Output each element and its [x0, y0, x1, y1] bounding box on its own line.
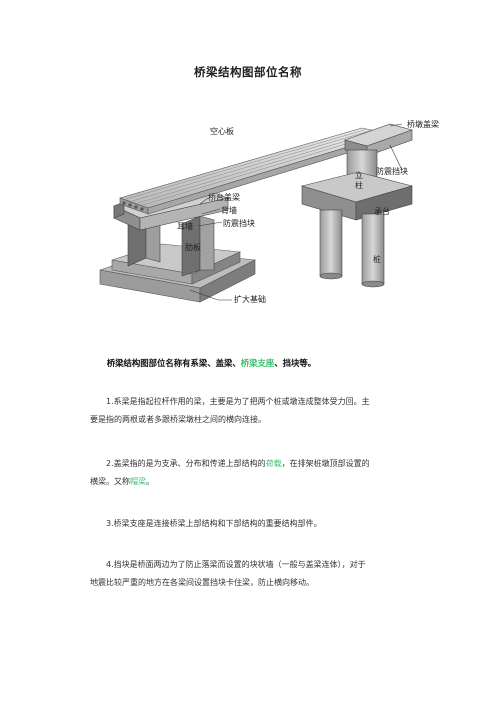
- text-span: 。: [146, 477, 154, 486]
- label-pier-cap: 桥墩盖梁: [407, 119, 439, 129]
- paragraph-line: 4.挡块是桥面两边为了防止落梁而设置的块状墙（一般与盖梁连体），对于: [106, 560, 366, 569]
- page-title: 桥梁结构图部位名称: [194, 65, 302, 79]
- expanded-foundation-shape: [99, 243, 257, 303]
- lead-text-end: 、挡块等。: [274, 358, 317, 368]
- lead-paragraph: 桥梁结构图部位名称有系梁、盖梁、桥梁支座、挡块等。: [90, 354, 430, 372]
- label-abutment-cap: 桥台盖梁: [208, 192, 240, 202]
- label-rib-plate: 肋板: [185, 242, 201, 252]
- text-span: 横梁。又称: [90, 477, 130, 486]
- bearing-platform-shape: [300, 171, 414, 221]
- bridge-structure-figure: 空心板 桥墩盖梁 防震挡块 立 柱 承台 桩 桥台盖梁 背墙 防震挡块 耳墙 肋…: [90, 110, 470, 315]
- label-bearing-platform: 承台: [374, 206, 390, 216]
- pile-shape: [319, 209, 385, 288]
- link-load[interactable]: 荷载: [265, 459, 282, 468]
- paragraph-line: 2.盖梁指的是为支承、分布和传递上部结构的荷载，在排架桩墩顶部设置的: [90, 455, 430, 473]
- label-column-1: 立: [355, 170, 363, 180]
- paragraph-line: 横梁。又称帽梁。: [90, 473, 430, 491]
- label-column-2: 柱: [355, 180, 363, 190]
- link-hat-beam[interactable]: 帽梁: [130, 477, 146, 486]
- link-bridge-bearing[interactable]: 桥梁支座: [240, 358, 275, 368]
- paragraph-stop-block: 4.挡块是桥面两边为了防止落梁而设置的块状墙（一般与盖梁连体），对于 地震比较严…: [90, 556, 430, 592]
- paragraph-line: 3.桥梁支座是连接桥梁上部结构和下部结构的重要结构部件。: [106, 519, 322, 528]
- label-pile: 桩: [373, 254, 381, 264]
- paragraph-line: 地震比较严重的地方在各梁间设置挡块卡住梁，防止横向移动。: [90, 578, 314, 587]
- text-span: 2.盖梁指的是为支承、分布和传递上部结构的: [106, 459, 266, 468]
- label-ear-wall: 耳墙: [177, 221, 193, 231]
- label-hollow-slab: 空心板: [210, 126, 234, 136]
- label-expanded-foundation: 扩大基础: [234, 294, 266, 304]
- leader-lines: [189, 123, 403, 301]
- hollow-slab-shape: [119, 127, 392, 215]
- paragraph-line: 要是指的两根或者多跟桥梁墩柱之间的横向连接。: [90, 415, 266, 424]
- paragraph-cap-beam: 2.盖梁指的是为支承、分布和传递上部结构的荷载，在排架桩墩顶部设置的 横梁。又称…: [90, 455, 430, 491]
- label-anti-seismic-block-left: 防震挡块: [223, 218, 255, 228]
- paragraph-bearing: 3.桥梁支座是连接桥梁上部结构和下部结构的重要结构部件。: [90, 515, 430, 533]
- paragraph-tie-beam: 1.系梁是指起拉杆作用的梁，主要是为了把两个桩或墩连成整体受力回。主 要是指的两…: [90, 393, 430, 429]
- bridge-diagram: 空心板 桥墩盖梁 防震挡块 立 柱 承台 桩 桥台盖梁 背墙 防震挡块 耳墙 肋…: [99, 119, 439, 304]
- text-span: ，在排架桩墩顶部设置的: [281, 459, 370, 468]
- label-anti-seismic-block-right: 防震挡块: [376, 166, 408, 176]
- lead-text: 桥梁结构图部位名称有系梁、盖梁、: [106, 358, 241, 368]
- paragraph-line: 1.系梁是指起拉杆作用的梁，主要是为了把两个桩或墩连成整体受力回。主: [106, 397, 370, 406]
- label-back-wall: 背墙: [221, 205, 237, 215]
